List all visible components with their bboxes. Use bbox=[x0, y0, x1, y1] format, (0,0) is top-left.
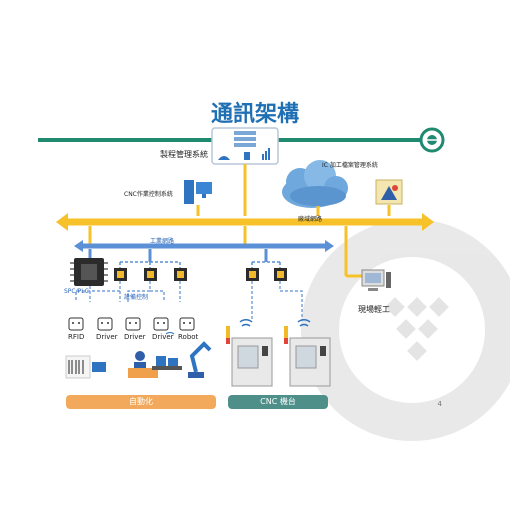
robot-arm-icon bbox=[188, 341, 212, 378]
cloud-icon bbox=[282, 160, 348, 208]
device-label: Robot bbox=[178, 333, 199, 341]
industrial-network-label: 工業網路 bbox=[150, 238, 175, 245]
device-control-label: 設備控制 bbox=[124, 294, 149, 301]
device-label: Driver bbox=[124, 333, 146, 341]
cnc-machine-tag: CNC 機台 bbox=[228, 395, 328, 409]
ic-system-label: IC 加工檔案管理系統 bbox=[322, 162, 378, 169]
spc-plc-label: SPC/PLC bbox=[64, 288, 89, 295]
socket-icon bbox=[179, 317, 195, 331]
cnc-machine-icon bbox=[284, 326, 331, 387]
page-number: 4 bbox=[437, 400, 442, 408]
ic-file-icon bbox=[375, 179, 403, 205]
socket-icon bbox=[68, 317, 84, 331]
socket-icon bbox=[153, 317, 169, 331]
mgmt-system-label: 製程管理系統 bbox=[160, 150, 208, 159]
background-logo bbox=[301, 219, 510, 441]
barcode-scanner-icon bbox=[65, 355, 106, 379]
conveyor-icon bbox=[152, 332, 182, 370]
wifi-icon bbox=[239, 318, 311, 327]
cnc-control-pc-icon bbox=[184, 180, 212, 204]
plc-chip-icon bbox=[70, 258, 108, 286]
worker-icon bbox=[128, 351, 158, 378]
device-label: Driver bbox=[96, 333, 118, 341]
cnc-machine-icon bbox=[226, 326, 273, 387]
socket-icon bbox=[97, 317, 113, 331]
factory-network-label: 廠域網路 bbox=[298, 216, 323, 223]
mgmt-server-icon bbox=[211, 127, 279, 165]
automation-tag: 自動化 bbox=[66, 395, 216, 409]
field-staff-label: 現場輕工 bbox=[358, 305, 390, 314]
cnc-control-label: CNC作業控制系統 bbox=[124, 191, 173, 198]
device-label: Driver bbox=[152, 333, 174, 341]
page-title: 通訊架構 bbox=[210, 102, 299, 127]
device-label: RFID bbox=[68, 333, 85, 341]
company-logo-icon bbox=[419, 127, 445, 153]
field-terminal-icon bbox=[361, 269, 391, 291]
socket-icon bbox=[125, 317, 141, 331]
